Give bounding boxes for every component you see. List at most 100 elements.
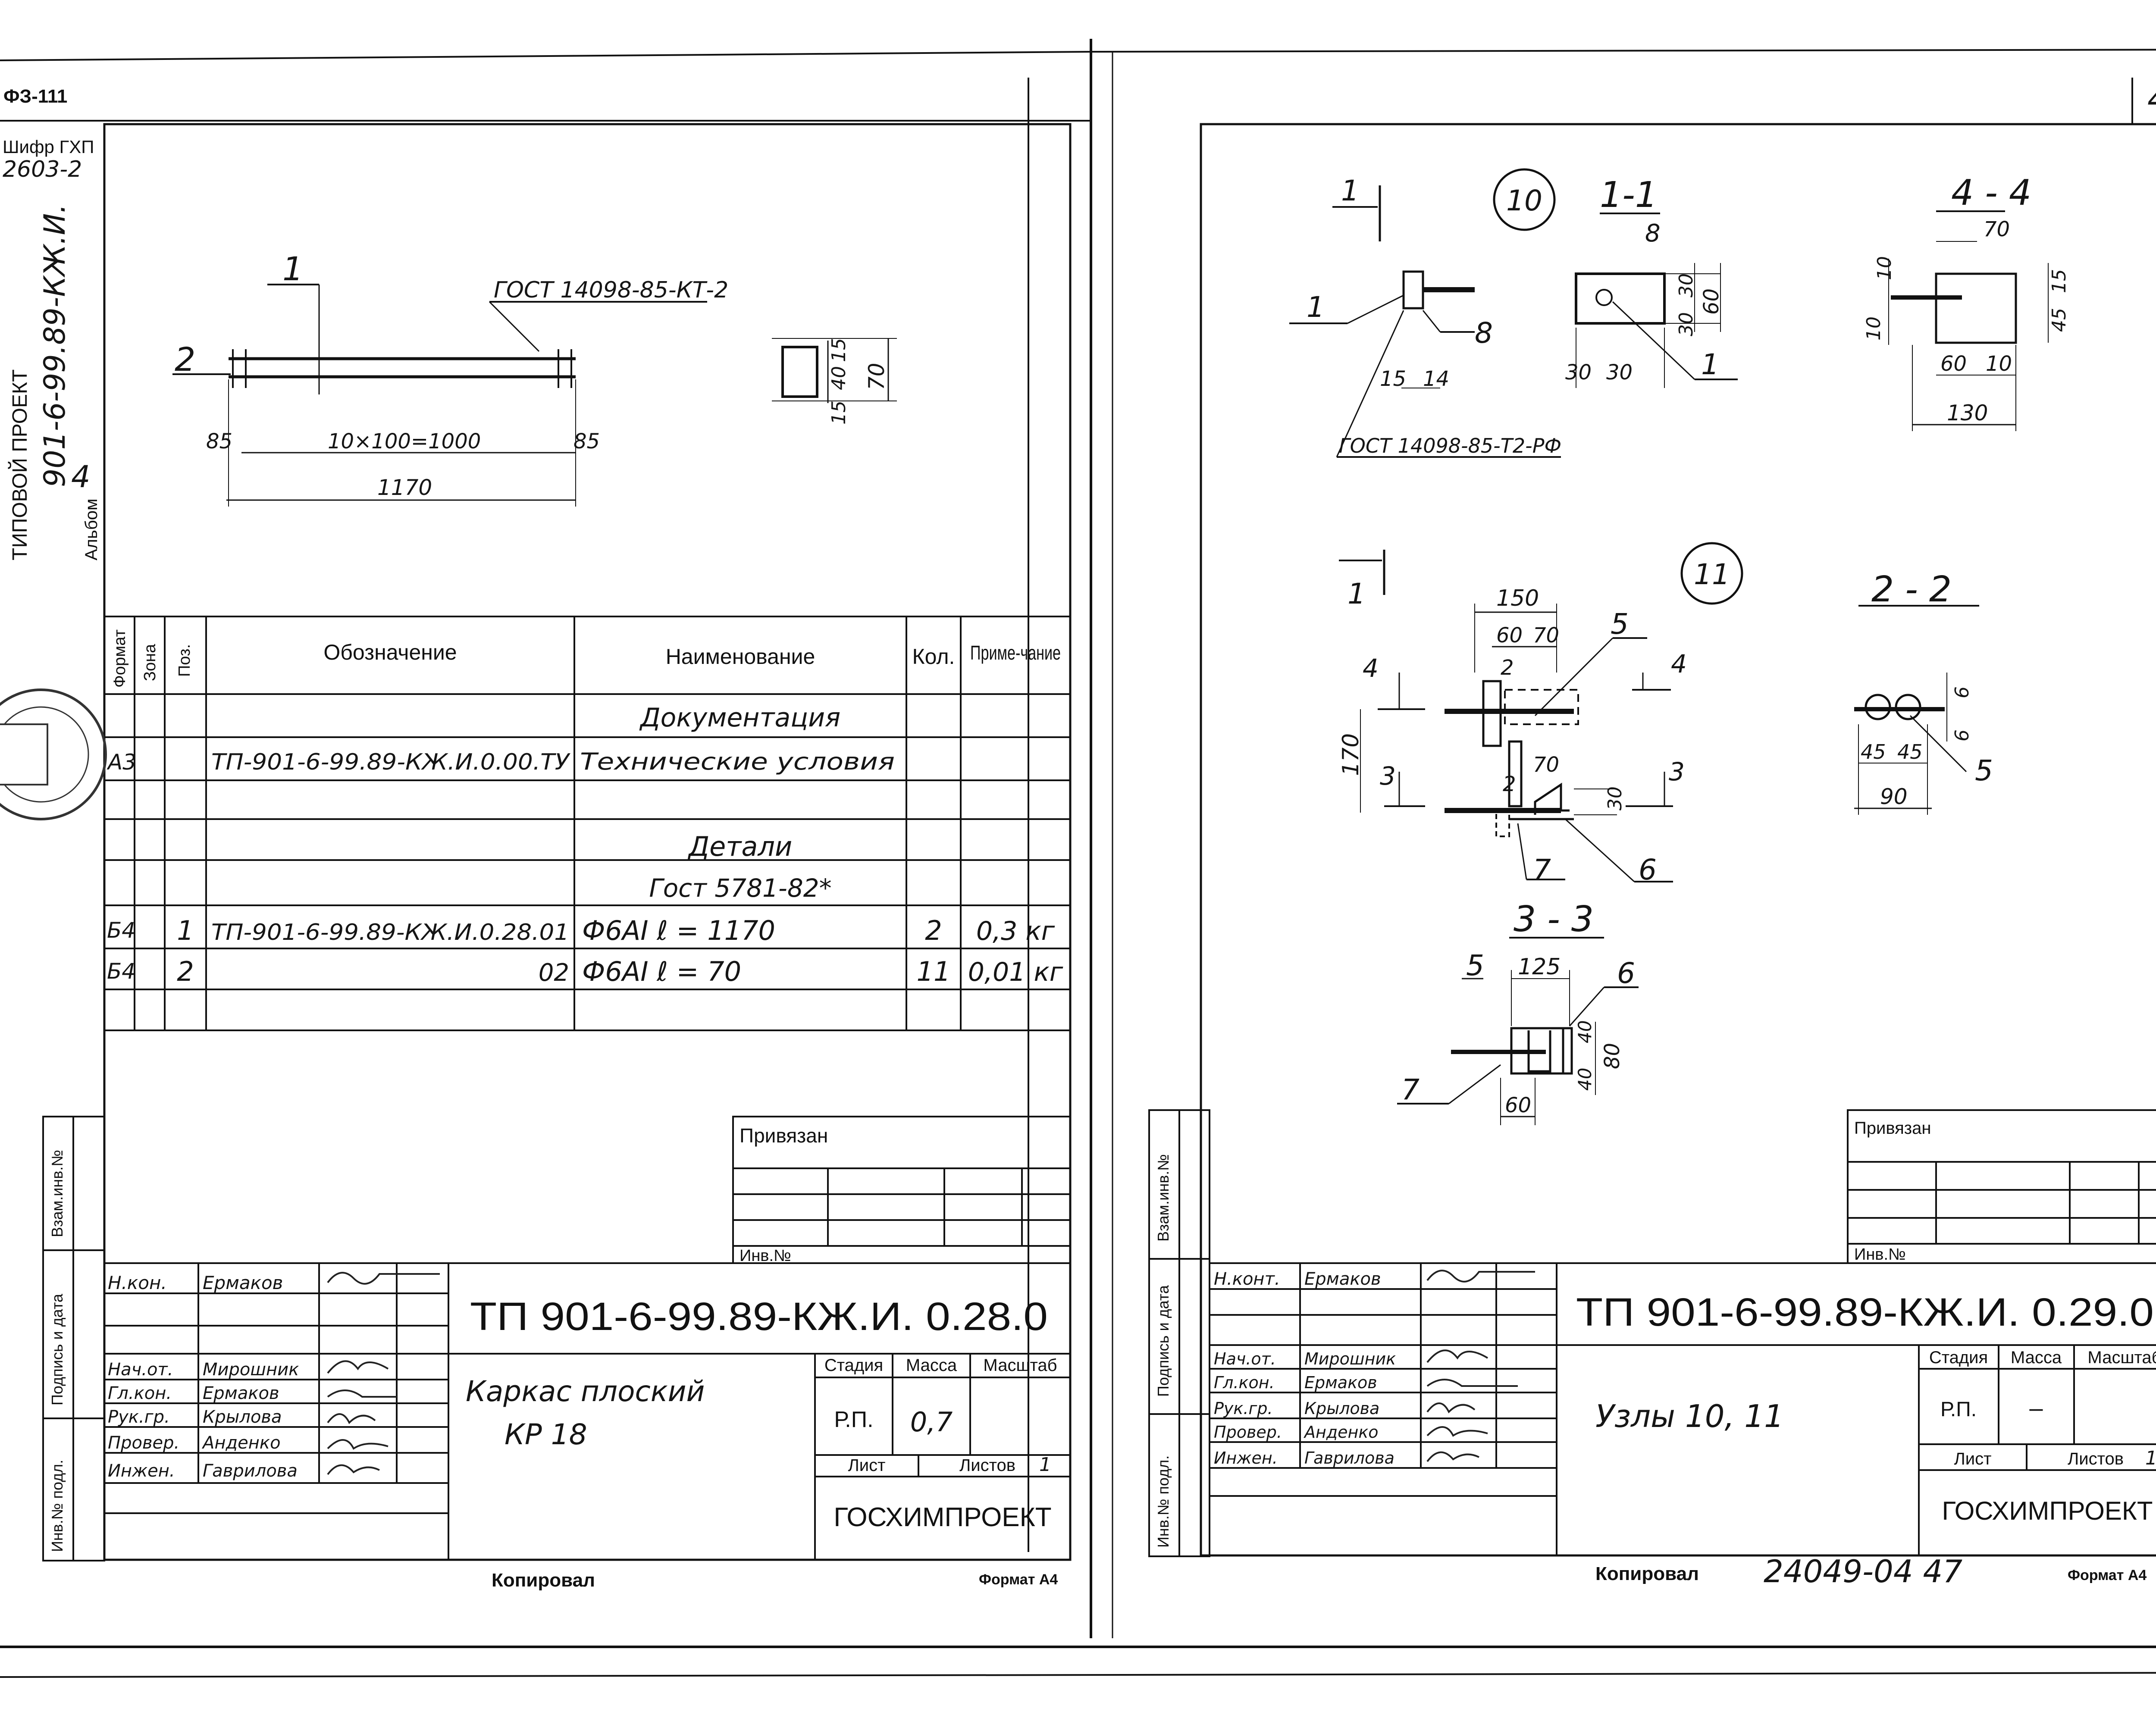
left-drawing-name-1: Каркас плоский xyxy=(466,1375,705,1408)
right-stage-label: Стадия xyxy=(1929,1348,1988,1367)
right-person-6: Гаврилова xyxy=(1304,1449,1395,1468)
left-role-5: Провер. xyxy=(108,1433,179,1453)
left-role-3: Гл.кон. xyxy=(108,1383,172,1403)
left-person-5: Анденко xyxy=(201,1433,281,1453)
spec-row6-note: 0,3 кг xyxy=(976,916,1055,946)
right-drawing-name: Узлы 10, 11 xyxy=(1595,1398,1784,1434)
section22-d90: 90 xyxy=(1880,784,1908,809)
left-stage-label: Стадия xyxy=(824,1356,883,1375)
node10-pos8a: 8 xyxy=(1475,316,1493,350)
node10-d30-bottom-a: 30 xyxy=(1565,360,1592,385)
left-signatures xyxy=(327,1272,440,1475)
node11-cut3a: 3 xyxy=(1380,761,1396,791)
section22-d6b: 6 xyxy=(1951,729,1973,742)
left-sheet-label: Лист xyxy=(848,1456,886,1475)
section22-drawing xyxy=(1854,605,1979,815)
right-format: Формат А4 xyxy=(2068,1567,2147,1583)
spec-row: Гост 5781-82* xyxy=(649,873,831,903)
spec-row6-name: Ф6АI ℓ = 1170 xyxy=(582,915,775,946)
spec-row6-format: Б4 xyxy=(107,918,135,943)
right-scale-label: Масштаб xyxy=(2087,1348,2156,1367)
node10-gost: ГОСТ 14098-85-Т2-РФ xyxy=(1339,434,1561,457)
spec-row: Документация xyxy=(639,703,840,733)
dim-span: 10×100=1000 xyxy=(328,429,481,454)
frame-drawing xyxy=(172,284,897,507)
left-sheets-label: Листов xyxy=(959,1456,1015,1475)
spec-header-zone: Зона xyxy=(141,644,159,681)
section22-label: 2 - 2 xyxy=(1871,569,1952,610)
series-code: ФЗ-111 xyxy=(3,86,67,107)
section22-d45b: 45 xyxy=(1897,740,1923,763)
archive-number: 24049-04 47 xyxy=(1764,1553,1962,1590)
dim-85-left: 85 xyxy=(206,429,232,454)
spec-row6-qty: 2 xyxy=(925,915,942,946)
gost-note: ГОСТ 14098-85-КТ-2 xyxy=(494,277,728,303)
left-inv-label: Инв.№ xyxy=(740,1247,791,1265)
node10-pos8b: 8 xyxy=(1645,219,1661,247)
spec-row2-format: А3 xyxy=(107,750,136,775)
spec-row7-name: Ф6АI ℓ = 70 xyxy=(582,956,741,987)
section33-pos6: 6 xyxy=(1617,957,1635,990)
section44-d10c: 10 xyxy=(1986,352,2012,376)
right-person-3: Ермаков xyxy=(1304,1373,1377,1392)
node10-d30-side-b: 30 xyxy=(1675,312,1697,336)
left-role-2: Нач.от. xyxy=(108,1360,173,1380)
node11-d2b: 2 xyxy=(1503,772,1516,796)
section33-d125: 125 xyxy=(1518,954,1561,980)
node10-circle-label: 10 xyxy=(1506,184,1542,217)
right-role-2: Нач.от. xyxy=(1214,1349,1276,1368)
pos-label-2: 2 xyxy=(175,340,195,379)
section33-pos5: 5 xyxy=(1466,949,1484,982)
right-person-2: Мирошник xyxy=(1304,1349,1396,1368)
dim-70: 70 xyxy=(864,363,889,390)
cipher-label: Шифр ГХП xyxy=(3,137,94,157)
section33-label: 3 - 3 xyxy=(1514,899,1594,940)
spec-row7-format: Б4 xyxy=(107,959,135,984)
sheet-borders xyxy=(0,39,2156,1678)
right-copied: Копировал xyxy=(1595,1563,1699,1584)
spec-row7-pos: 2 xyxy=(177,956,194,987)
right-side-field-3: Инв.№ подл. xyxy=(1154,1455,1172,1548)
spec-row7-note: 0,01 кг xyxy=(968,957,1063,987)
right-person-5: Анденко xyxy=(1303,1423,1379,1442)
right-sheet-label: Лист xyxy=(1954,1449,1992,1468)
dim-total: 1170 xyxy=(377,475,432,500)
right-side-field-2: Подпись и дата xyxy=(1154,1285,1172,1397)
left-scale-label: Масштаб xyxy=(983,1356,1057,1375)
section33-d60: 60 xyxy=(1505,1093,1531,1117)
right-signatures xyxy=(1426,1270,1535,1462)
node11-pos5: 5 xyxy=(1611,607,1629,641)
left-role-4: Рук.гр. xyxy=(108,1407,170,1427)
spec-row7-qty: 11 xyxy=(917,956,951,987)
node10-d30-bottom-b: 30 xyxy=(1606,360,1633,385)
spec-row2-designation: ТП-901-6-99.89-КЖ.И.0.00.ТУ xyxy=(211,749,570,775)
spec-row: А3 ТП-901-6-99.89-КЖ.И.0.00.ТУ Техническ… xyxy=(107,748,895,775)
node11-d70b: 70 xyxy=(1533,753,1559,777)
right-privyazan: Привязан xyxy=(1854,1119,1931,1138)
dim-85-right: 85 xyxy=(573,429,600,454)
node11-cut-label: 1 xyxy=(1348,577,1366,610)
dim-15-bottom: 15 xyxy=(828,401,850,425)
spec-header-pos: Поз. xyxy=(175,644,194,677)
right-person-1: Ермаков xyxy=(1304,1269,1381,1289)
approval-stamp xyxy=(0,688,107,820)
cipher-value: 2603-2 xyxy=(3,156,82,182)
side-album-label: Альбом xyxy=(82,498,101,560)
section44-drawing xyxy=(1888,210,2049,431)
node11-cut4a: 4 xyxy=(1363,654,1379,683)
node10-drawing xyxy=(1289,168,1738,458)
section44-label: 4 - 4 xyxy=(1951,172,2031,213)
section44-d15: 15 xyxy=(2048,269,2070,293)
left-mass-label: Масса xyxy=(906,1356,957,1375)
node11-drawing xyxy=(1339,542,1743,882)
left-role-1: Н.кон. xyxy=(108,1272,167,1293)
section44-d10a: 10 xyxy=(1874,256,1896,280)
node11-cut3b: 3 xyxy=(1669,757,1685,786)
node11-pos7: 7 xyxy=(1533,853,1551,886)
right-drawing-code: ТП 901-6-99.89-КЖ.И. 0.29.0 xyxy=(1576,1290,2154,1334)
page-number: 46 xyxy=(2147,81,2156,118)
spec-header-designation: Обозначение xyxy=(323,640,457,664)
left-drawing-name-2: КР 18 xyxy=(505,1418,587,1451)
left-side-field-2: Подпись и дата xyxy=(48,1293,66,1405)
